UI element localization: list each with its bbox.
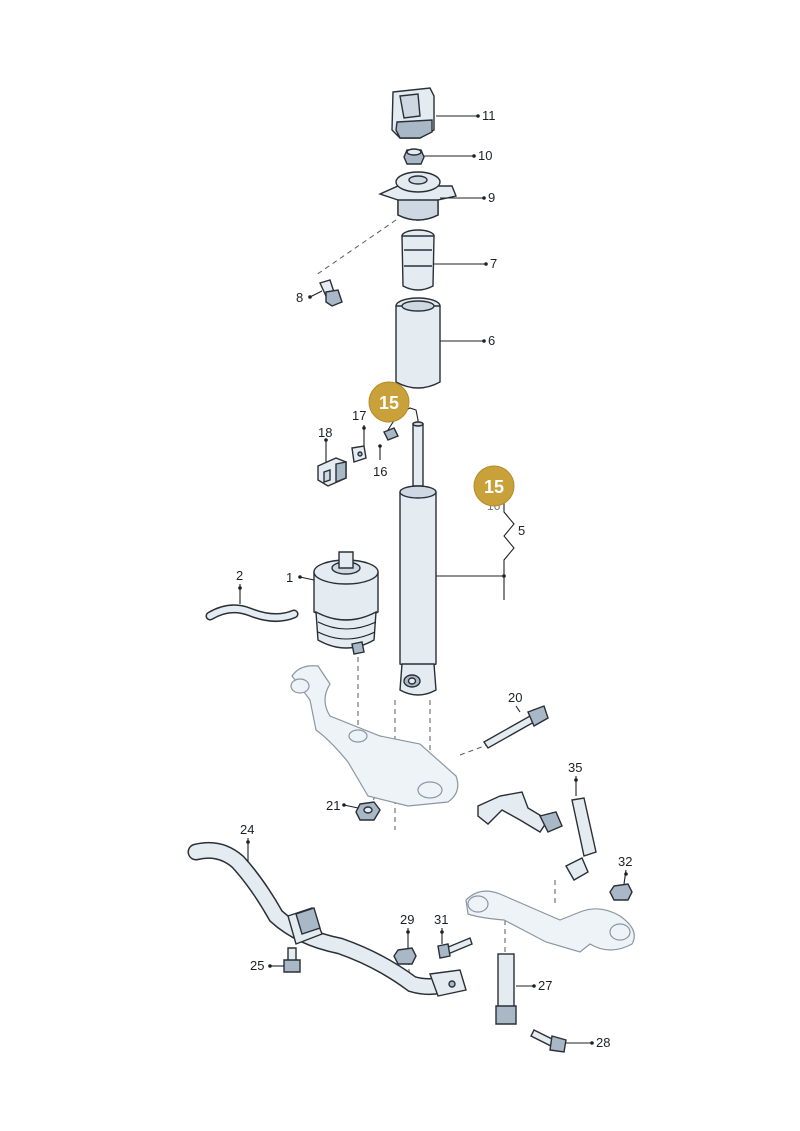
leader-lines [239, 115, 627, 1044]
svg-text:15: 15 [484, 477, 504, 497]
leader-dots [238, 114, 628, 1045]
part-9-strut-mount [378, 171, 457, 221]
label-29: 29 [400, 912, 414, 927]
part-16-connector [351, 445, 367, 463]
label-21: 21 [326, 798, 340, 813]
label-20: 20 [508, 690, 522, 705]
part-6-dust-sleeve [395, 297, 441, 389]
label-24: 24 [240, 822, 254, 837]
label-11: 11 [482, 108, 496, 123]
label-32: 32 [618, 854, 632, 869]
part-32-nut [609, 883, 633, 901]
part-5-shock-absorber [399, 421, 437, 696]
part-7-bump-stop [401, 229, 435, 291]
part-28-bolt [530, 1029, 567, 1053]
label-17: 17 [352, 408, 366, 423]
label-2: 2 [236, 568, 243, 583]
part-24-anti-roll-bar [187, 841, 467, 997]
label-10: 10 [478, 148, 492, 163]
part-1-air-spring [313, 551, 379, 655]
part-8-bolt [319, 279, 343, 307]
part-29-nut [393, 947, 417, 965]
label-31: 31 [434, 912, 448, 927]
label-28: 28 [596, 1035, 610, 1050]
part-25-bolt [283, 947, 301, 973]
label-25: 25 [250, 958, 264, 973]
upper-control-arm [465, 890, 635, 953]
part-18-sensor-plug [317, 457, 347, 487]
lower-control-arm [290, 665, 459, 807]
part-35-level-sensor [477, 791, 597, 881]
label-16: 16 [373, 464, 387, 479]
label-18: 18 [318, 425, 332, 440]
label-9: 9 [488, 190, 495, 205]
label-35: 35 [568, 760, 582, 775]
part-10-nut [403, 148, 425, 165]
anti-roll-bar-bushing [287, 907, 323, 945]
badge-15-upper: 15 [368, 381, 410, 423]
label-5: 5 [518, 523, 525, 538]
label-6: 6 [488, 333, 495, 348]
part-11-top-mount [391, 87, 435, 139]
label-27: 27 [538, 978, 552, 993]
label-1: 1 [286, 570, 293, 585]
part-21-nut [355, 801, 381, 821]
part-27-coupling-link [495, 953, 517, 1025]
part-2-air-line [205, 604, 299, 622]
badge-15-right: 16 15 [473, 465, 515, 513]
part-31-bolt [437, 937, 473, 959]
part-labels: 11 10 9 7 8 6 17 18 16 5 1 2 20 35 21 24… [236, 108, 632, 1050]
label-8: 8 [296, 290, 303, 305]
svg-text:15: 15 [379, 393, 399, 413]
label-7: 7 [490, 256, 497, 271]
part-20-bolt [482, 705, 549, 749]
